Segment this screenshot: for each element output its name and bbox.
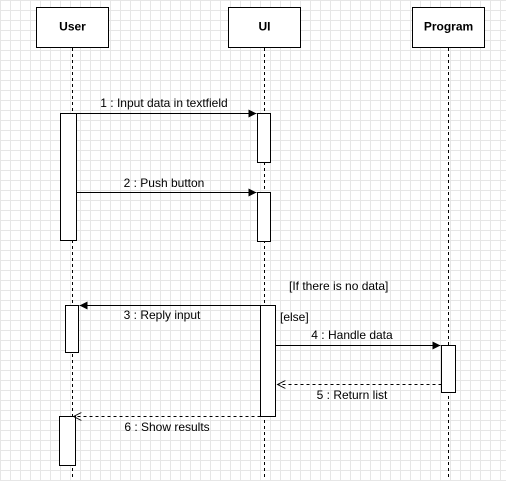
activation-user-2 xyxy=(65,305,79,353)
message-4-label: 4 : Handle data xyxy=(311,328,393,342)
message-2-label: 2 : Push button xyxy=(124,176,205,190)
activation-ui-3 xyxy=(260,305,276,417)
participant-user[interactable]: User xyxy=(36,7,109,48)
guard-if-no-data: [If there is no data] xyxy=(289,279,388,293)
participant-ui[interactable]: UI xyxy=(228,7,301,48)
message-1-label: 1 : Input data in textfield xyxy=(100,96,227,110)
message-6-label: 6 : Show results xyxy=(124,420,209,434)
participant-program[interactable]: Program xyxy=(412,7,485,48)
activation-program-1 xyxy=(441,345,456,393)
participant-label-program: Program xyxy=(424,20,473,34)
message-1[interactable]: 1 : Input data in textfield xyxy=(76,96,257,118)
message-3[interactable]: 3 : Reply input xyxy=(79,301,261,323)
participant-box-program xyxy=(412,7,485,48)
participant-box-user xyxy=(36,7,109,48)
message-2[interactable]: 2 : Push button xyxy=(76,176,257,197)
activation-ui-2 xyxy=(257,192,271,242)
participant-box-ui xyxy=(228,7,301,48)
message-6[interactable]: 6 : Show results xyxy=(74,417,261,435)
message-5[interactable]: 5 : Return list xyxy=(278,385,442,403)
guard-else: [else] xyxy=(280,310,309,324)
message-5-label: 5 : Return list xyxy=(317,388,388,402)
participant-label-ui: UI xyxy=(259,20,271,34)
message-4[interactable]: 4 : Handle data xyxy=(275,328,441,350)
activation-user-1 xyxy=(60,113,77,241)
participant-label-user: User xyxy=(59,20,86,34)
activation-user-3 xyxy=(59,416,76,466)
message-3-label: 3 : Reply input xyxy=(124,308,201,322)
activation-ui-1 xyxy=(257,113,271,163)
